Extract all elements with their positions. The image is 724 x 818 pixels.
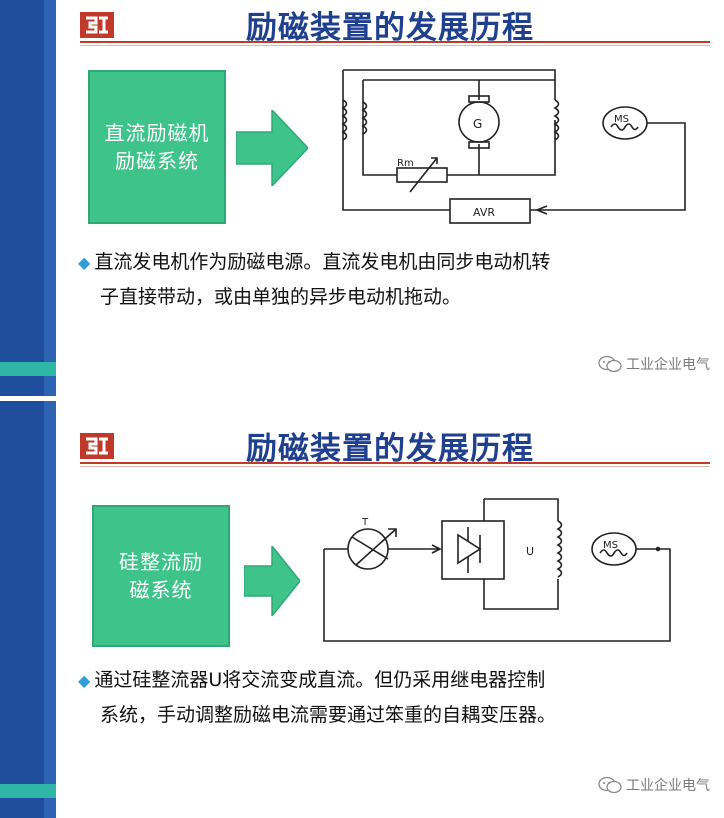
slide-sidebar — [0, 0, 56, 396]
sidebar-stripe — [44, 0, 56, 396]
sidebar-accent — [0, 362, 56, 376]
right-arrow-icon — [244, 546, 300, 616]
slide-title: 励磁装置的发展历程 — [246, 10, 534, 46]
title-rule-thin — [80, 45, 710, 46]
silicon-rectifier-circuit-diagram: T U MS — [323, 498, 671, 642]
concept-box-line-2: 励磁系统 — [115, 149, 199, 173]
wechat-icon — [598, 355, 622, 373]
concept-box-line-1: 硅整流励 — [119, 550, 203, 574]
watermark: 工业企业电气 — [598, 354, 710, 374]
diamond-bullet-icon: ◆ — [78, 671, 91, 690]
avr-label: AVR — [473, 206, 495, 219]
slide-title: 励磁装置的发展历程 — [246, 431, 534, 467]
diamond-bullet-icon: ◆ — [78, 253, 91, 272]
transformer-label: T — [361, 517, 369, 528]
bullet-paragraph: ◆直流发电机作为励磁电源。直流发电机由同步电动机转 子直接带动，或由单独的异步电… — [78, 245, 698, 315]
ms-label: MS — [603, 540, 618, 551]
company-logo-icon — [80, 433, 114, 459]
watermark-text: 工业企业电气 — [626, 357, 710, 373]
slide-2: 励磁装置的发展历程 硅整流励 磁系统 — [0, 401, 724, 818]
title-rule — [80, 41, 710, 43]
bullet-line-2: 子直接带动，或由单独的异步电动机拖动。 — [100, 286, 462, 308]
title-rule — [80, 462, 710, 464]
resistor-label: Rm — [397, 158, 414, 169]
concept-box-line-1: 直流励磁机 — [104, 121, 210, 145]
title-rule-thin — [80, 466, 710, 467]
rectifier-label: U — [526, 545, 534, 558]
bullet-line-2: 系统，手动调整励磁电流需要通过笨重的自耦变压器。 — [100, 704, 557, 726]
sidebar-accent — [0, 784, 56, 798]
bullet-paragraph: ◆通过硅整流器U将交流变成直流。但仍采用继电器控制 系统，手动调整励磁电流需要通… — [78, 663, 698, 733]
slide-separator — [0, 396, 724, 401]
company-logo-icon — [80, 12, 114, 38]
concept-box-line-2: 磁系统 — [129, 578, 193, 602]
concept-box: 硅整流励 磁系统 — [92, 505, 230, 647]
dc-exciter-circuit-diagram: G Rm AVR MS — [341, 69, 686, 224]
bullet-line-1: 直流发电机作为励磁电源。直流发电机由同步电动机转 — [94, 251, 551, 273]
slide-1: 励磁装置的发展历程 直流励磁机 励磁系统 — [0, 0, 724, 396]
watermark-text: 工业企业电气 — [626, 778, 710, 794]
sidebar-stripe — [44, 401, 56, 818]
generator-label: G — [473, 117, 482, 131]
ms-label: MS — [614, 114, 629, 125]
bullet-line-1: 通过硅整流器U将交流变成直流。但仍采用继电器控制 — [94, 669, 546, 691]
concept-box: 直流励磁机 励磁系统 — [88, 70, 226, 224]
right-arrow-icon — [236, 110, 308, 186]
wechat-icon — [598, 776, 622, 794]
watermark: 工业企业电气 — [598, 775, 710, 795]
slide-sidebar — [0, 401, 56, 818]
